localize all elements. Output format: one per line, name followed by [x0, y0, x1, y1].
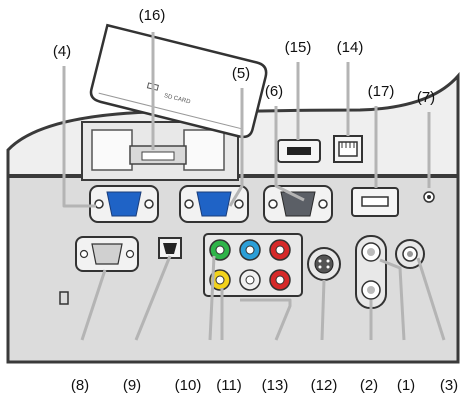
leader-1 — [379, 258, 406, 341]
rca-red-top — [269, 239, 291, 261]
leader-lines — [62, 32, 446, 341]
label-1: (1) — [396, 377, 416, 394]
leader-12 — [320, 279, 326, 341]
label-6: (6) — [264, 83, 284, 100]
rca-yellow — [209, 269, 231, 291]
leader-10 — [208, 255, 216, 341]
leader-6 — [274, 106, 305, 202]
sd-card-slot — [81, 121, 239, 181]
leader-4 — [62, 66, 96, 208]
label-3: (3) — [439, 377, 459, 394]
rca-block — [203, 233, 303, 297]
rca-white — [239, 269, 261, 291]
control-port-8 — [75, 236, 139, 272]
label-7: (7) — [416, 89, 436, 106]
vga-port-5 — [179, 185, 249, 223]
leader-13 — [240, 298, 292, 341]
leader-3 — [416, 257, 446, 341]
usb-a-port — [277, 139, 321, 163]
leader-8 — [80, 269, 107, 341]
rca-green — [209, 239, 231, 261]
monitor-out-port-6 — [263, 185, 333, 223]
sd-card-cover: SD CARD — [89, 23, 268, 139]
audio-lr-ports — [355, 235, 387, 309]
audio-port-9 — [158, 237, 182, 259]
label-11: (11) — [216, 377, 242, 394]
indicator-mark — [59, 291, 69, 305]
label-9: (9) — [122, 377, 142, 394]
s-video-port — [307, 247, 341, 281]
label-14: (14) — [336, 39, 364, 56]
label-12: (12) — [310, 377, 338, 394]
rca-red-bottom — [269, 269, 291, 291]
reset-hole — [423, 191, 435, 203]
rca-blue — [239, 239, 261, 261]
label-4: (4) — [52, 43, 72, 60]
vga-port-4 — [89, 185, 159, 223]
label-17: (17) — [367, 83, 395, 100]
leader-5 — [228, 88, 244, 207]
label-2: (2) — [359, 377, 379, 394]
label-5: (5) — [231, 65, 251, 82]
label-16: (16) — [138, 7, 166, 24]
leader-9 — [134, 255, 172, 341]
label-15: (15) — [284, 39, 312, 56]
usb-b-port — [351, 187, 399, 217]
audio-port-3 — [395, 239, 425, 269]
label-13: (13) — [261, 377, 289, 394]
label-8: (8) — [70, 377, 90, 394]
lan-port — [333, 135, 363, 163]
label-10: (10) — [174, 377, 202, 394]
